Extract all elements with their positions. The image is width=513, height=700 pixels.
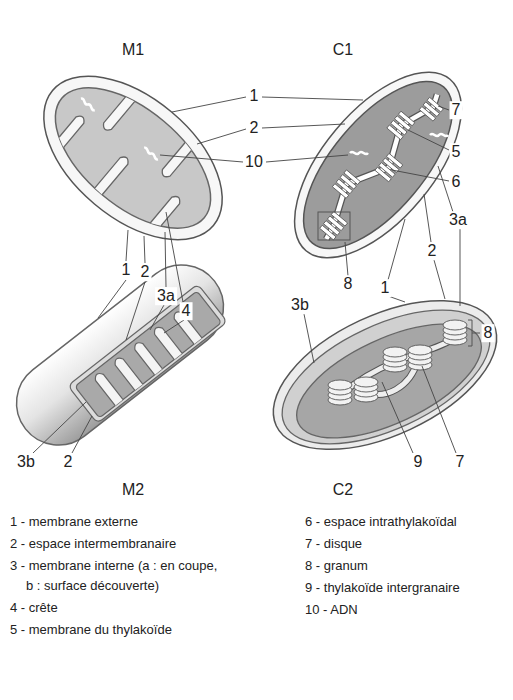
key-entry: 4 - crête [10,598,58,618]
callout-number: 10 [243,153,265,171]
key-entry: 8 - granum [305,556,368,576]
callout-number: 3a [447,211,469,229]
callout-number: 1 [379,279,392,297]
key-entry: 9 - thylakoïde intergranaire [305,578,460,598]
callout-number: 8 [342,275,355,293]
callout-number: 2 [139,263,152,281]
callout-number: 4 [180,302,193,320]
callout-number: 7 [454,453,467,471]
key-entry: 7 - disque [305,534,362,554]
callout-number: 2 [426,242,439,260]
callout-number: 2 [248,119,261,137]
callout-number: 3a [155,287,177,305]
view-title: M1 [120,41,146,59]
view-title: C1 [331,41,355,59]
callout-number: 1 [120,261,133,279]
dna [350,152,368,154]
key-entry: 2 - espace intermembranaire [10,534,176,554]
callout-number: 6 [450,173,463,191]
key-entry: 1 - membrane externe [10,512,138,532]
view-title: C2 [331,481,355,499]
key-entry: 5 - membrane du thylakoïde [10,620,172,640]
callout-number: 7 [450,101,463,119]
chloroplast-section [264,44,492,286]
key-entry: 3 - membrane interne (a : en coupe, b : … [10,556,222,596]
leader-lines [33,97,480,453]
mitochondrion-3d [0,248,240,462]
key-entry: 6 - espace intrathylakoïdal [305,512,457,532]
callout-number: 2 [62,453,75,471]
granum-frame [318,212,350,240]
callout-number: 8 [482,324,495,342]
callout-number: 9 [412,453,425,471]
view-title: M2 [120,481,146,499]
mitochondrion-section [14,45,252,272]
chloroplast-3d [251,270,513,480]
callout-number: 5 [450,143,463,161]
dna [430,134,448,136]
callout-number: 1 [248,87,261,105]
callout-number: 3b [289,296,311,314]
callout-number: 3b [15,453,37,471]
key-entry: 10 - ADN [305,600,358,620]
